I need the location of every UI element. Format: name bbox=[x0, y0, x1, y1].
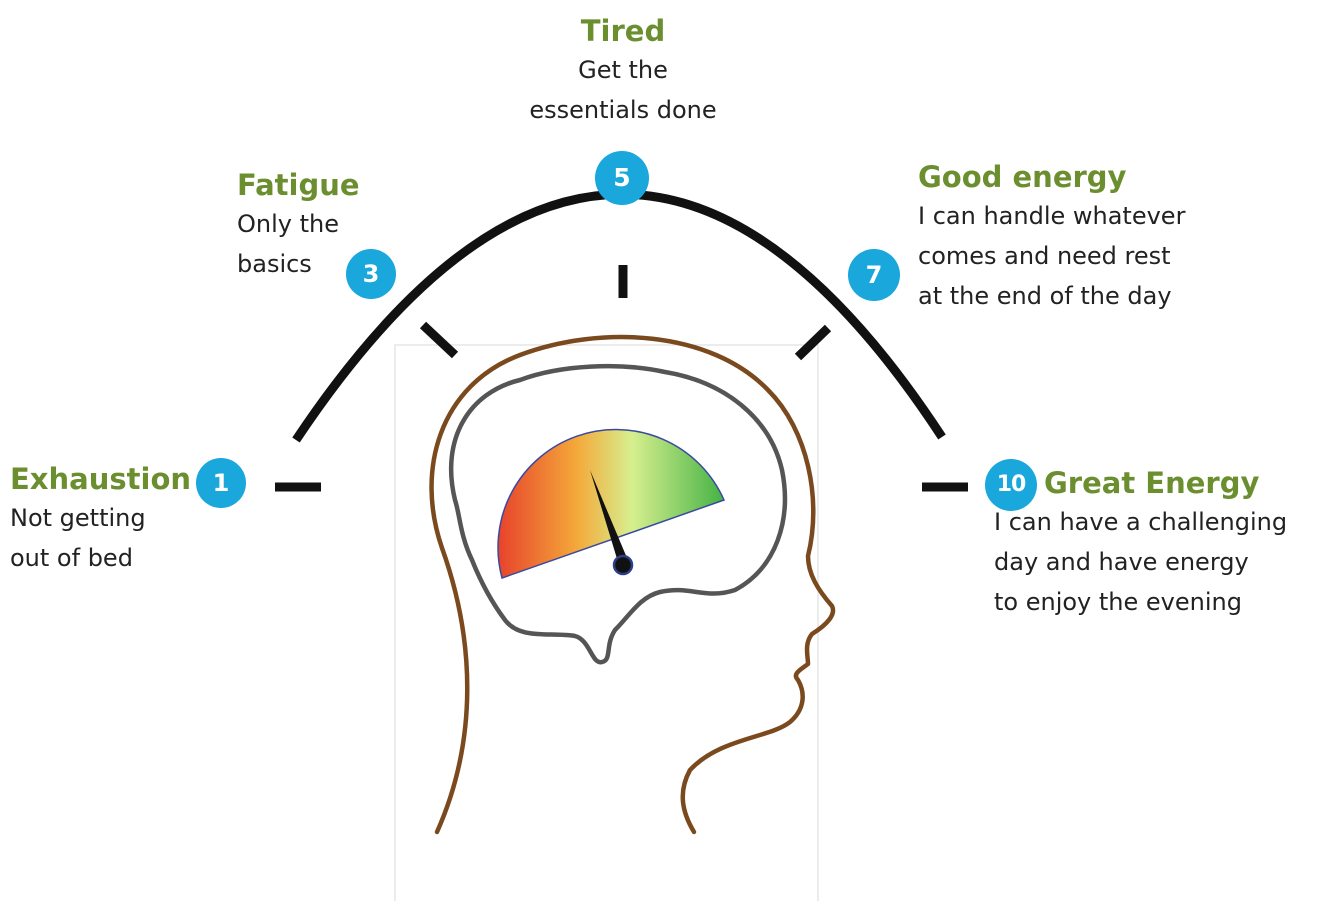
level-description-line: out of bed bbox=[10, 544, 133, 572]
level-description-line: I can handle whatever bbox=[918, 202, 1186, 230]
energy-gauge-icon bbox=[497, 428, 726, 579]
level-1-exhaustion: Exhaustion Not getting out of bed bbox=[10, 460, 191, 578]
level-description-line: essentials done bbox=[529, 96, 717, 124]
tick-mark-3 bbox=[419, 321, 459, 359]
human-head-profile-icon bbox=[429, 334, 836, 835]
level-3-fatigue: Fatigue Only the basics bbox=[237, 166, 360, 284]
level-description-line: at the end of the day bbox=[918, 282, 1172, 310]
tick-mark-7 bbox=[794, 324, 832, 361]
level-description-line: I can have a challenging bbox=[994, 508, 1288, 536]
level-description-line: basics bbox=[237, 250, 312, 278]
level-number-badge: 7 bbox=[848, 249, 900, 301]
level-5-tired: Tired Get the essentials done bbox=[473, 12, 773, 130]
level-description-line: comes and need rest bbox=[918, 242, 1171, 270]
level-description-line: day and have energy bbox=[994, 548, 1249, 576]
level-description-line: to enjoy the evening bbox=[994, 588, 1242, 616]
energy-scale-arc-icon bbox=[292, 189, 946, 443]
level-title: Great Energy bbox=[1044, 466, 1260, 500]
level-number-badge: 3 bbox=[346, 249, 396, 299]
level-7-good-energy: Good energy I can handle whatever comes … bbox=[918, 158, 1185, 316]
brain-outline-icon bbox=[449, 363, 788, 665]
level-description-line: Not getting bbox=[10, 504, 146, 532]
illustration-frame bbox=[394, 344, 819, 901]
level-description-line: Get the bbox=[578, 56, 668, 84]
level-number-badge: 1 bbox=[196, 458, 246, 508]
gauge-needle-icon bbox=[590, 470, 634, 576]
level-number-badge: 10 bbox=[985, 459, 1037, 511]
gauge-needle-hub bbox=[612, 554, 634, 576]
level-description-line: Only the bbox=[237, 210, 339, 238]
level-number-badge: 5 bbox=[595, 151, 649, 205]
level-title: Good energy bbox=[918, 160, 1127, 194]
level-title: Fatigue bbox=[237, 168, 360, 202]
level-title: Tired bbox=[580, 14, 666, 48]
level-10-great-energy: Great Energy I can have a challenging da… bbox=[994, 464, 1287, 622]
level-title: Exhaustion bbox=[10, 462, 192, 496]
